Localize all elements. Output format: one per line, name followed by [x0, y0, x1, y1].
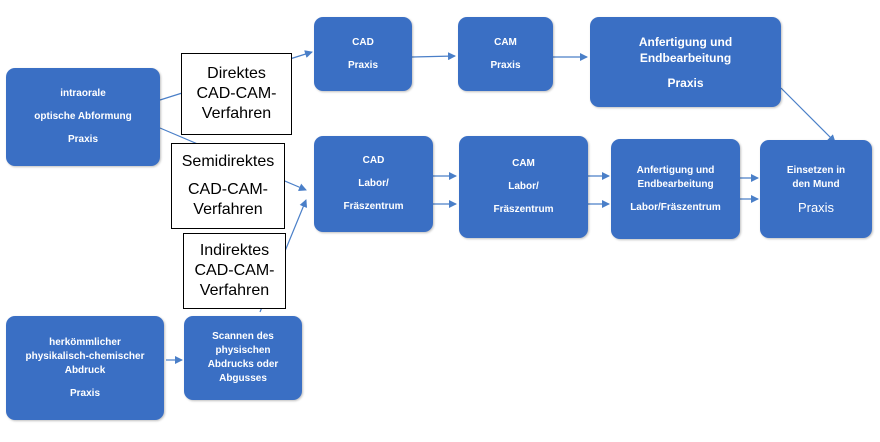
node-text: Labor/: [358, 178, 389, 189]
label-text: CAD-CAM-: [194, 262, 275, 279]
node-text: Abgusses: [219, 373, 267, 384]
node-text: Abdruck: [64, 364, 106, 376]
node-text: Labor/: [508, 181, 539, 192]
node-text: intraorale: [60, 88, 106, 99]
node-text: Endbearbeitung: [637, 178, 714, 190]
node-text: Fräszentrum: [493, 204, 554, 215]
node-title: CAD: [362, 155, 385, 166]
node-text: Endbearbeitung: [639, 50, 732, 65]
node-location: Praxis: [67, 134, 99, 145]
node-conventional-impression: herkömmlicher physikalisch-chemischer Ab…: [6, 316, 164, 420]
node-text: herkömmlicher: [49, 336, 121, 348]
label-text: CAD-CAM-: [196, 85, 277, 102]
node-fabrication-praxis: Anfertigung und Endbearbeitung Praxis: [590, 17, 781, 107]
label-indirect-method: Indirektes CAD-CAM- Verfahren: [183, 233, 286, 309]
node-text: Abdrucks oder: [207, 359, 279, 370]
node-text: den Mund: [792, 178, 840, 190]
node-text: physikalisch-chemischer: [25, 350, 145, 362]
node-text: Anfertigung und: [636, 164, 715, 176]
label-text: Verfahren: [193, 201, 263, 218]
node-location: Labor/Fräszentrum: [630, 201, 721, 213]
node-location: Praxis: [797, 199, 835, 215]
label-text: Verfahren: [201, 105, 272, 122]
label-text: Indirektes: [199, 242, 270, 259]
node-text: optische Abformung: [34, 111, 132, 122]
node-insert-in-mouth: Einsetzen in den Mund Praxis: [760, 140, 872, 238]
node-text: physischen: [215, 345, 271, 356]
node-cam-labor: CAM Labor/ Fräszentrum: [459, 136, 588, 238]
label-text: CAD-CAM-: [188, 181, 268, 198]
label-direct-method: Direktes CAD-CAM- Verfahren: [181, 53, 292, 135]
label-text: Semidirektes: [181, 153, 275, 170]
node-title: CAM: [494, 36, 517, 48]
node-location: Praxis: [347, 59, 379, 71]
node-title: CAM: [512, 158, 535, 169]
arrow-fab-praxis-to-insert: [780, 87, 836, 143]
node-text: Anfertigung und: [638, 34, 733, 49]
node-scan-physical-impression: Scannen des physischen Abdrucks oder Abg…: [184, 316, 302, 400]
node-location: Praxis: [490, 59, 521, 71]
node-cam-praxis: CAM Praxis: [458, 17, 553, 91]
label-text: Verfahren: [199, 282, 270, 299]
node-text: Fräszentrum: [343, 201, 404, 212]
node-text: Einsetzen in: [786, 164, 846, 176]
node-fabrication-labor: Anfertigung und Endbearbeitung Labor/Frä…: [611, 139, 740, 239]
label-text: Direktes: [207, 65, 266, 82]
node-intraoral-optical-impression: intraorale optische Abformung Praxis: [6, 68, 160, 166]
arrow-cad-praxis-to-cam-praxis: [411, 52, 456, 61]
node-title: CAD: [352, 36, 374, 48]
node-text: Scannen des: [212, 331, 274, 342]
node-cad-praxis: CAD Praxis: [314, 17, 412, 91]
node-cad-labor: CAD Labor/ Fräszentrum: [314, 136, 433, 232]
node-location: Praxis: [667, 75, 704, 90]
label-semidirect-method: Semidirektes CAD-CAM- Verfahren: [171, 143, 285, 229]
node-location: Praxis: [69, 387, 101, 399]
